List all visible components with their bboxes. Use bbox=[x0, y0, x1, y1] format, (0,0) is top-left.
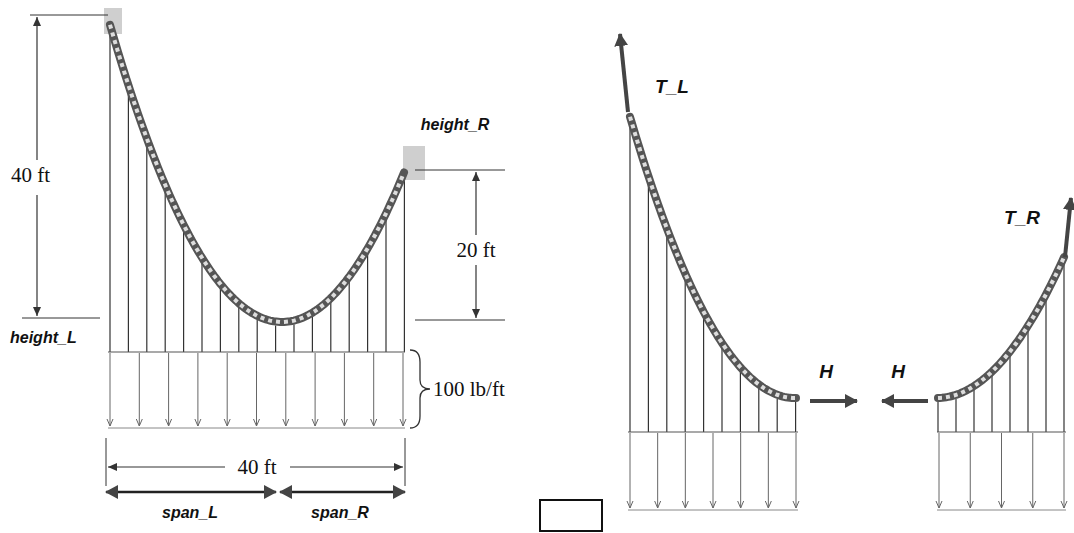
load-arrow bbox=[1001, 433, 1002, 508]
load-arrow bbox=[344, 353, 345, 426]
hanger bbox=[1045, 298, 1046, 432]
cable-left-part bbox=[630, 117, 796, 398]
load-arrow bbox=[796, 433, 797, 508]
hanger bbox=[128, 89, 129, 352]
hanger bbox=[1027, 330, 1028, 432]
hanger bbox=[740, 371, 741, 432]
hanger bbox=[257, 320, 258, 352]
span-name: span_L bbox=[162, 505, 218, 521]
load-arrow bbox=[713, 433, 714, 508]
hanger bbox=[238, 307, 239, 352]
hanger bbox=[991, 376, 992, 432]
force-label: T_L bbox=[655, 77, 689, 96]
cable bbox=[110, 25, 404, 322]
load-arrow bbox=[630, 433, 631, 508]
load-arrow bbox=[1064, 433, 1065, 508]
load-arrow bbox=[373, 353, 374, 426]
hanger bbox=[758, 388, 759, 432]
generated-strokes bbox=[110, 25, 1064, 508]
brace bbox=[410, 350, 430, 428]
load-arrow bbox=[110, 353, 111, 426]
load-intensity: 100 lb/ft bbox=[433, 379, 505, 400]
dimension: 20 ft bbox=[453, 239, 498, 262]
load-arrow bbox=[403, 353, 404, 426]
hanger bbox=[220, 288, 221, 352]
hanger bbox=[666, 232, 667, 432]
hanger bbox=[385, 217, 386, 352]
hanger bbox=[795, 402, 796, 432]
dimension: 40 ft bbox=[234, 456, 279, 479]
support-name: height_R bbox=[421, 117, 489, 133]
hanger bbox=[629, 121, 630, 432]
support-name: height_L bbox=[10, 330, 77, 346]
hanger bbox=[777, 399, 778, 432]
hanger bbox=[703, 316, 704, 432]
load-arrow bbox=[657, 433, 658, 508]
hanger bbox=[648, 180, 649, 432]
hanger bbox=[183, 229, 184, 352]
cable-left-part-twist bbox=[630, 117, 796, 398]
load-arrow bbox=[1032, 433, 1033, 508]
hanger bbox=[312, 317, 313, 352]
dimension: 40 ft bbox=[8, 164, 53, 187]
hanger bbox=[1063, 261, 1064, 432]
load-arrow bbox=[256, 353, 257, 426]
hanger bbox=[973, 390, 974, 432]
span-name: span_R bbox=[311, 505, 369, 521]
cable-right-part-twist bbox=[938, 257, 1064, 398]
load-arrow bbox=[939, 433, 940, 508]
load-arrow bbox=[315, 353, 316, 426]
load-arrow bbox=[285, 353, 286, 426]
hanger bbox=[330, 302, 331, 352]
load-arrow bbox=[227, 353, 228, 426]
hanger bbox=[685, 277, 686, 432]
hanger bbox=[1009, 355, 1010, 432]
load-arrow bbox=[768, 433, 769, 508]
load-arrow bbox=[168, 353, 169, 426]
hanger bbox=[275, 326, 276, 352]
load-arrow bbox=[197, 353, 198, 426]
hanger bbox=[367, 252, 368, 352]
hanger bbox=[404, 176, 405, 352]
hanger bbox=[937, 402, 938, 432]
hanger bbox=[201, 262, 202, 352]
hanger bbox=[721, 347, 722, 432]
force-label: H bbox=[891, 362, 905, 381]
cable-twist bbox=[110, 25, 404, 322]
cable-right-part bbox=[938, 257, 1064, 398]
force-label: T_R bbox=[1004, 208, 1040, 227]
load-arrow bbox=[139, 353, 140, 426]
hanger bbox=[165, 189, 166, 352]
hanger bbox=[146, 142, 147, 352]
load-arrow bbox=[685, 433, 686, 508]
hanger bbox=[293, 325, 294, 352]
hanger bbox=[955, 399, 956, 432]
load-arrow bbox=[740, 433, 741, 508]
hanger bbox=[109, 29, 110, 352]
hanger bbox=[349, 281, 350, 352]
load-arrow bbox=[970, 433, 971, 508]
empty-box bbox=[540, 500, 602, 531]
force-label: H bbox=[819, 362, 833, 381]
